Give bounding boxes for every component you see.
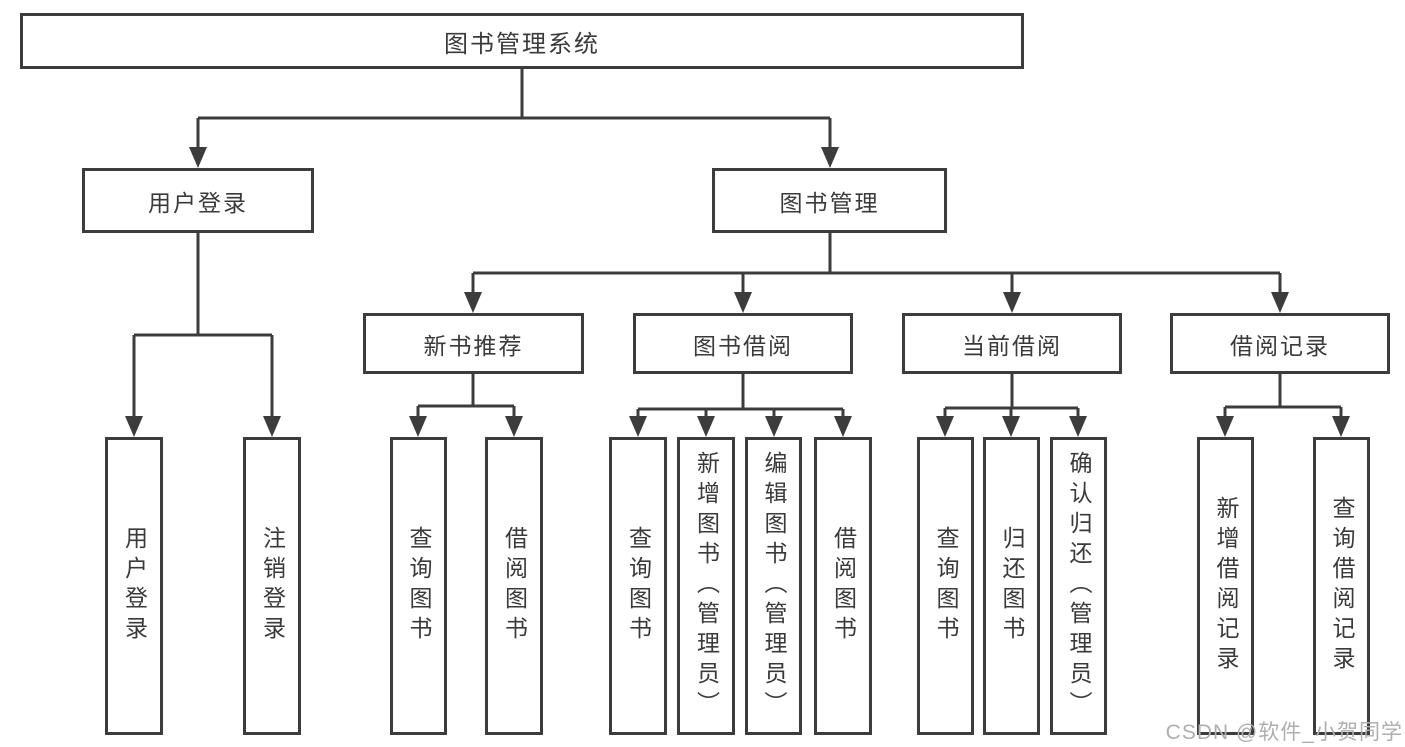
- leaf-recommend-query-books: 查询图书: [390, 437, 447, 735]
- leaf-current-query-books: 查询图书: [917, 437, 974, 735]
- leaf-return-books-label: 归还图书: [999, 526, 1025, 646]
- node-book-management: 图书管理: [712, 168, 947, 233]
- leaf-current-query-books-label: 查询图书: [933, 526, 959, 646]
- leaf-return-books: 归还图书: [983, 437, 1040, 735]
- node-user-login-label: 用户登录: [148, 189, 248, 216]
- node-current-borrowing-label: 当前借阅: [962, 332, 1062, 359]
- csdn-watermark: CSDN @软件_小贺同学: [1165, 721, 1403, 744]
- leaf-user-login: 用户登录: [105, 437, 163, 735]
- leaf-recommend-borrow-books-label: 借阅图书: [501, 526, 528, 646]
- leaf-query-borrow-record: 查询借阅记录: [1313, 437, 1370, 735]
- node-new-book-recommend-label: 新书推荐: [423, 332, 524, 359]
- leaf-recommend-query-books-label: 查询图书: [406, 526, 432, 646]
- leaf-add-books-admin-label: 新增图书（管理员）: [693, 451, 720, 721]
- leaf-recommend-borrow-books: 借阅图书: [485, 437, 543, 735]
- node-book-management-label: 图书管理: [779, 189, 880, 216]
- node-current-borrowing: 当前借阅: [902, 313, 1122, 374]
- node-borrowing-records-label: 借阅记录: [1230, 332, 1330, 359]
- node-user-login: 用户登录: [82, 168, 314, 233]
- leaf-borrowing-query-books: 查询图书: [609, 437, 667, 735]
- leaf-borrowing-query-books-label: 查询图书: [625, 526, 652, 646]
- leaf-confirm-return-admin: 确认归还（管理员）: [1050, 437, 1107, 735]
- node-borrowing-records: 借阅记录: [1170, 313, 1390, 374]
- leaf-add-borrow-record-label: 新增借阅记录: [1213, 496, 1239, 676]
- leaf-borrowing-borrow-books-label: 借阅图书: [830, 526, 857, 646]
- leaf-add-borrow-record: 新增借阅记录: [1197, 437, 1254, 735]
- leaf-logout-label: 注销登录: [259, 526, 286, 646]
- leaf-query-borrow-record-label: 查询借阅记录: [1329, 496, 1355, 676]
- leaf-logout: 注销登录: [243, 437, 301, 735]
- leaf-edit-books-admin-label: 编辑图书（管理员）: [761, 451, 787, 721]
- node-book-borrowing-label: 图书借阅: [693, 332, 793, 359]
- leaf-confirm-return-admin-label: 确认归还（管理员）: [1066, 451, 1092, 721]
- node-new-book-recommend: 新书推荐: [363, 313, 584, 374]
- leaf-user-login-label: 用户登录: [121, 526, 148, 646]
- node-root-system-label: 图书管理系统: [444, 30, 600, 58]
- node-root-system: 图书管理系统: [20, 13, 1024, 69]
- leaf-edit-books-admin: 编辑图书（管理员）: [745, 437, 802, 735]
- leaf-borrowing-borrow-books: 借阅图书: [814, 437, 872, 735]
- node-book-borrowing: 图书借阅: [633, 313, 853, 374]
- leaf-add-books-admin: 新增图书（管理员）: [677, 437, 735, 735]
